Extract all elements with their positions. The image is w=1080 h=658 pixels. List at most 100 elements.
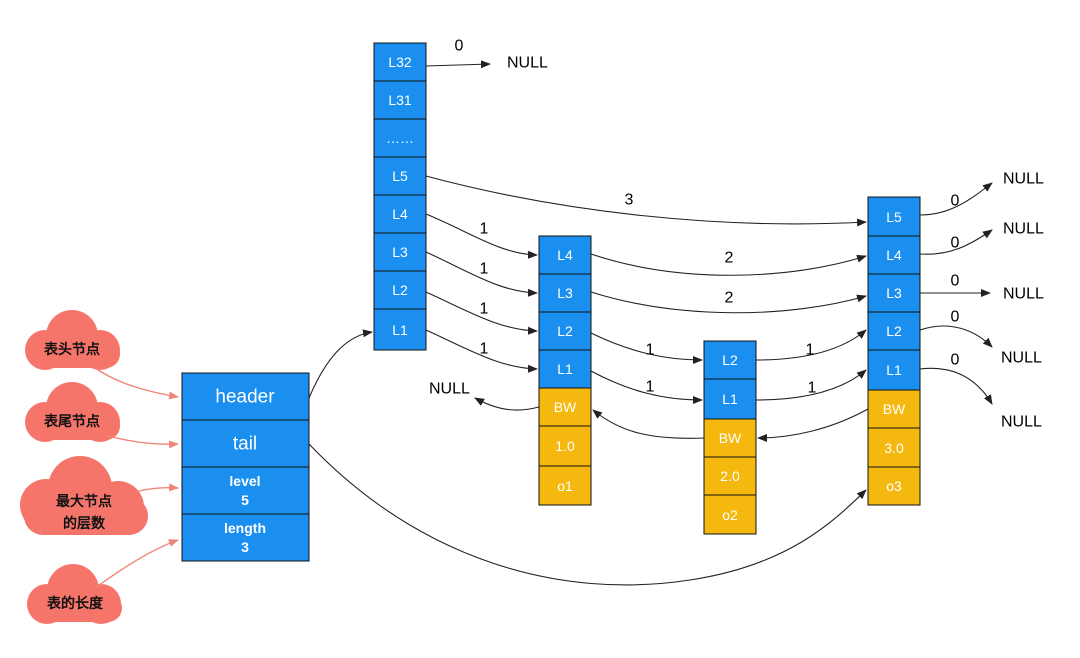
level-cell xyxy=(373,308,427,351)
span-label: 1 xyxy=(646,379,655,396)
length-field xyxy=(181,513,310,562)
level-field-value: 5 xyxy=(241,492,249,508)
forward-arrow xyxy=(590,370,703,404)
level-cell xyxy=(373,118,427,158)
level-cell xyxy=(373,42,427,82)
member-cell xyxy=(538,465,592,506)
level-cell xyxy=(867,235,921,275)
span-label: 1 xyxy=(480,221,489,238)
annotation-arrow xyxy=(134,483,179,493)
span-label: 2 xyxy=(725,250,734,267)
span-label: 0 xyxy=(951,309,960,326)
level-label: L1 xyxy=(392,322,408,338)
span-label: 0 xyxy=(951,193,960,210)
level-label: L4 xyxy=(886,247,902,263)
annotation-arrow xyxy=(94,367,179,400)
forward-arrow xyxy=(425,213,538,259)
node-o3: L5 L4 L3 L2 L1 BW 3.0 o3 xyxy=(867,196,921,506)
span-label: 1 xyxy=(806,342,815,359)
score-label: 3.0 xyxy=(884,440,904,456)
null-label: NULL xyxy=(1003,286,1044,303)
forward-arrow xyxy=(425,329,538,373)
length-field-value: 3 xyxy=(241,539,249,555)
level-label: L31 xyxy=(388,92,412,108)
level-cell xyxy=(867,349,921,391)
header-field xyxy=(181,372,310,421)
annotation-max-level: 最大节点 的层数 xyxy=(20,456,148,535)
span-label: 3 xyxy=(625,192,634,209)
span-label: 0 xyxy=(951,352,960,369)
backward-label: BW xyxy=(554,399,577,415)
level-label: L3 xyxy=(886,285,902,301)
backward-arrow xyxy=(474,397,540,411)
score-label: 2.0 xyxy=(720,468,740,484)
level-field xyxy=(181,466,310,515)
score-label: 1.0 xyxy=(555,438,575,454)
null-label: NULL xyxy=(1003,221,1044,238)
level-label: L1 xyxy=(557,361,573,377)
forward-arrow xyxy=(919,325,993,348)
skiplist-struct: header tail level 5 length 3 xyxy=(181,372,310,562)
member-label: o2 xyxy=(722,507,738,523)
forward-arrow xyxy=(590,253,867,276)
header-pointer-arrow xyxy=(308,329,373,399)
level-label: L4 xyxy=(392,206,408,222)
forward-arrow xyxy=(755,329,867,361)
level-label: L3 xyxy=(392,244,408,260)
forward-arrow xyxy=(590,291,867,314)
score-cell xyxy=(538,425,592,467)
backward-label: BW xyxy=(883,401,906,417)
forward-arrow xyxy=(755,369,867,401)
span-label: 2 xyxy=(725,290,734,307)
annotation-arrow xyxy=(104,434,179,449)
null-label: NULL xyxy=(507,55,548,72)
span-label: 0 xyxy=(951,235,960,252)
span-label: 0 xyxy=(951,273,960,290)
null-label: NULL xyxy=(1003,171,1044,188)
forward-arrow xyxy=(425,60,491,69)
level-label: L1 xyxy=(722,391,738,407)
annotation-tail-node: 表尾节点 xyxy=(25,382,120,442)
forward-arrow xyxy=(919,367,993,405)
level-label: L2 xyxy=(886,323,902,339)
member-label: o3 xyxy=(886,478,902,494)
level-cell xyxy=(373,80,427,120)
level-cell xyxy=(373,194,427,234)
forward-arrow xyxy=(425,175,867,227)
level-label: L3 xyxy=(557,285,573,301)
annotation-text-line2: 的层数 xyxy=(63,515,106,532)
backward-arrow xyxy=(757,408,869,442)
annotation-header-node: 表头节点 xyxy=(25,310,120,370)
backward-cell xyxy=(538,387,592,427)
level-cell xyxy=(373,270,427,310)
span-label: 0 xyxy=(455,38,464,55)
forward-arrow xyxy=(425,251,538,297)
tail-pointer-arrow xyxy=(308,443,867,586)
null-label: NULL xyxy=(429,381,470,398)
tail-field xyxy=(181,419,310,468)
level-cell xyxy=(867,273,921,313)
level-label: L1 xyxy=(886,362,902,378)
annotation-text-line1: 最大节点 xyxy=(56,493,112,510)
forward-arrow xyxy=(919,182,993,216)
length-field-label: length xyxy=(224,520,266,536)
annotation-text: 表尾节点 xyxy=(43,413,100,430)
level-label: L5 xyxy=(886,209,902,225)
level-label: …… xyxy=(386,130,414,146)
score-cell xyxy=(867,427,921,468)
level-label: L2 xyxy=(557,323,573,339)
annotation-text: 表头节点 xyxy=(43,341,100,358)
backward-cell xyxy=(703,418,757,458)
level-label: L5 xyxy=(392,168,408,184)
member-label: o1 xyxy=(557,478,573,494)
level-cell xyxy=(373,156,427,196)
forward-arrow xyxy=(425,291,538,335)
backward-arrow xyxy=(592,409,705,439)
span-label: 1 xyxy=(480,341,489,358)
annotation-length: 表的长度 xyxy=(27,564,122,624)
level-cell xyxy=(867,311,921,351)
null-label: NULL xyxy=(1001,414,1042,431)
level-cell xyxy=(538,349,592,389)
span-label: 1 xyxy=(480,261,489,278)
